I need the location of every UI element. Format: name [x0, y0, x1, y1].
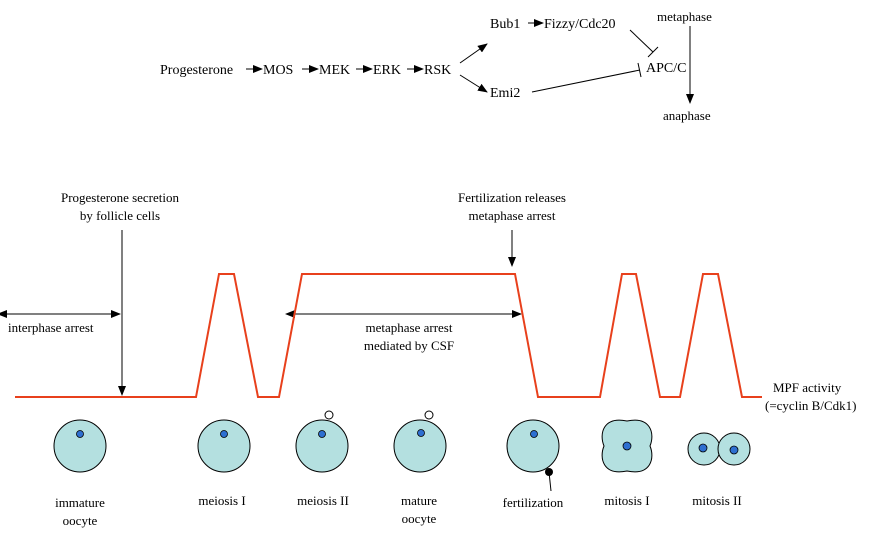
interphase-arrest-label: interphase arrest: [8, 320, 94, 335]
cell-fertilization: [506, 419, 560, 492]
fertilization-releases-line2: metaphase arrest: [469, 208, 556, 223]
nucleus: [76, 430, 84, 438]
nucleus-left: [698, 443, 708, 453]
nucleus-right: [729, 445, 739, 455]
sperm-tail: [548, 471, 552, 492]
label-mos: MOS: [263, 63, 293, 78]
inhibit-fizzy-apc-bar: [647, 46, 659, 58]
label-progesterone: Progesterone: [160, 63, 233, 78]
mpf-activity-line1: MPF activity: [773, 380, 842, 395]
cell-mitosis-ii: [687, 432, 751, 466]
label-mek: MEK: [319, 63, 350, 78]
annotations: Progesterone secretion by follicle cells…: [0, 190, 856, 413]
progesterone-secretion-line2: by follicle cells: [80, 208, 160, 223]
label-anaphase: anaphase: [663, 108, 711, 123]
metaphase-arrest-line1: metaphase arrest: [366, 320, 453, 335]
cell-body: [295, 419, 349, 473]
inhibit-emi2-apc-bar: [637, 62, 642, 78]
cell-body: [197, 419, 251, 473]
stage-label-fertilization: fertilization: [503, 495, 564, 510]
nucleus: [318, 430, 326, 438]
cell-mature-oocyte: [393, 410, 447, 473]
cell-stages: [53, 410, 751, 492]
fertilization-releases-line1: Fertilization releases: [458, 190, 566, 205]
stage-label-immature-line2: oocyte: [63, 513, 98, 528]
stage-label-mitosis-ii: mitosis II: [692, 493, 741, 508]
cell-body: [506, 419, 560, 473]
nucleus: [417, 429, 425, 437]
cell-meiosis-i: [197, 419, 251, 473]
signaling-pathway: Progesterone MOS MEK ERK RSK Bub1 Fizzy/…: [160, 9, 712, 123]
progesterone-secretion-line1: Progesterone secretion: [61, 190, 180, 205]
polar-body: [424, 410, 434, 420]
cell-meiosis-ii: [295, 410, 349, 473]
stage-label-mitosis-i: mitosis I: [604, 493, 649, 508]
nucleus: [220, 430, 228, 438]
stage-label-meiosis-i: meiosis I: [198, 493, 245, 508]
nucleus: [622, 441, 632, 451]
stage-label-mature-line2: oocyte: [402, 511, 437, 526]
label-erk: ERK: [373, 63, 401, 78]
label-bub1: Bub1: [490, 17, 520, 32]
mpf-activity-trace: [15, 273, 762, 398]
cell-immature-oocyte: [53, 419, 107, 473]
polar-body: [324, 410, 334, 420]
inhibit-fizzy-apc: [629, 29, 654, 53]
label-apc-c: APC/C: [646, 61, 686, 76]
metaphase-arrest-line2: mediated by CSF: [364, 338, 454, 353]
arrow-rsk-bub1: [459, 43, 488, 64]
stage-labels: immature oocyte meiosis I meiosis II mat…: [55, 493, 742, 528]
inhibit-emi2-apc: [531, 69, 641, 93]
label-metaphase: metaphase: [657, 9, 712, 24]
arrow-rsk-emi2: [459, 74, 488, 93]
cell-mitosis-i: [601, 419, 653, 473]
stage-label-mature-line1: mature: [401, 493, 437, 508]
cell-body: [393, 419, 447, 473]
cell-body: [53, 419, 107, 473]
stage-label-meiosis-ii: meiosis II: [297, 493, 349, 508]
label-rsk: RSK: [424, 63, 451, 78]
nucleus: [530, 430, 538, 438]
mpf-activity-line2: (=cyclin B/Cdk1): [765, 398, 856, 413]
label-emi2: Emi2: [490, 86, 520, 101]
stage-label-immature-line1: immature: [55, 495, 105, 510]
label-fizzy-cdc20: Fizzy/Cdc20: [544, 17, 616, 32]
